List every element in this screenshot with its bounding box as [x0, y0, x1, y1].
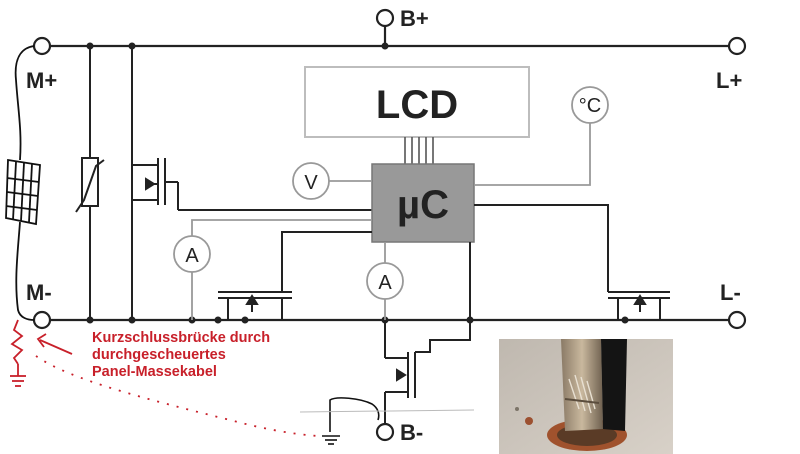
annotation-line-1: Kurzschlussbrücke durch: [92, 330, 271, 346]
microcontroller-block: µC: [371, 163, 475, 243]
lcd-bus: [404, 137, 434, 164]
microcontroller-label: µC: [397, 183, 449, 227]
ammeter-center-label: A: [378, 272, 392, 294]
terminal-m-plus: [32, 36, 52, 56]
ammeter-center: A: [366, 242, 404, 320]
terminal-l-minus: [727, 310, 747, 330]
mosfet-load: [474, 204, 670, 320]
voltmeter-label: V: [304, 172, 318, 194]
label-l-plus: L+: [716, 68, 742, 93]
mosfet-battery: [384, 320, 471, 424]
annotation-line-3: Panel-Massekabel: [92, 364, 217, 380]
temperature-label: °C: [579, 95, 601, 117]
solar-panel-sketch: [5, 45, 41, 321]
voltmeter: V: [292, 162, 372, 200]
lcd-label: LCD: [376, 83, 458, 127]
ammeter-left: A: [173, 219, 372, 320]
label-b-plus: B+: [400, 6, 429, 31]
label-l-minus: L-: [720, 280, 741, 305]
positive-rail: [50, 26, 728, 48]
mosfet-charge: [218, 231, 372, 320]
terminal-b-plus: [375, 8, 395, 28]
short-circuit-sketch: [10, 319, 319, 437]
terminal-b-minus: [375, 422, 395, 442]
ground-sketch: [299, 397, 475, 445]
varistor: [75, 46, 105, 320]
label-m-plus: M+: [26, 68, 57, 93]
ammeter-left-label: A: [185, 245, 199, 267]
short-circuit-annotation: Kurzschlussbrücke durch durchgescheuerte…: [92, 330, 270, 381]
label-b-minus: B-: [400, 420, 423, 445]
temperature-sensor: °C: [474, 86, 609, 186]
label-m-minus: M-: [26, 280, 52, 305]
terminal-labels: B+ M+ L+ M- L- B-: [26, 6, 742, 445]
terminal-l-plus: [727, 36, 747, 56]
lcd-block: LCD: [304, 66, 530, 138]
damaged-cable-photo: [499, 339, 673, 454]
mosfet-module: [131, 46, 372, 320]
terminal-m-minus: [32, 310, 52, 330]
annotation-line-2: durchgescheuertes: [92, 347, 226, 363]
